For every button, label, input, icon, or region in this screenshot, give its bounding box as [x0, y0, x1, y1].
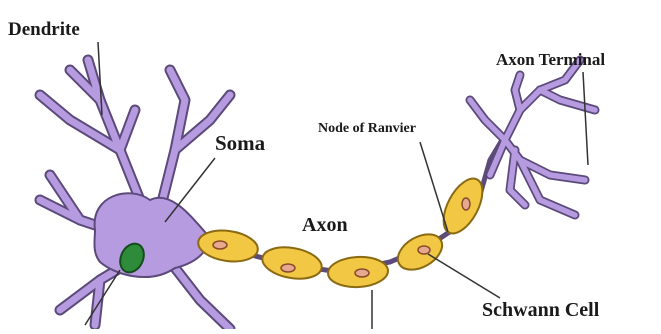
schwann-cell [260, 243, 324, 283]
schwann-cell [327, 255, 388, 288]
schwann-cell-leader [428, 254, 500, 298]
schwann-cell-label: Schwann Cell [482, 300, 599, 320]
schwann-cell [392, 227, 449, 277]
dendrite-label: Dendrite [8, 20, 80, 39]
axon-label: Axon [302, 215, 348, 235]
soma-body [94, 193, 208, 277]
axon-terminal [470, 60, 595, 215]
soma-label: Soma [215, 133, 265, 154]
node-of-ranvier-label: Node of Ranvier [318, 122, 416, 136]
axon-terminal-leader [583, 72, 588, 165]
axon-terminal-label: Axon Terminal [496, 51, 605, 68]
schwann-cell [196, 227, 260, 265]
node-of-ranvier-leader [420, 142, 448, 232]
